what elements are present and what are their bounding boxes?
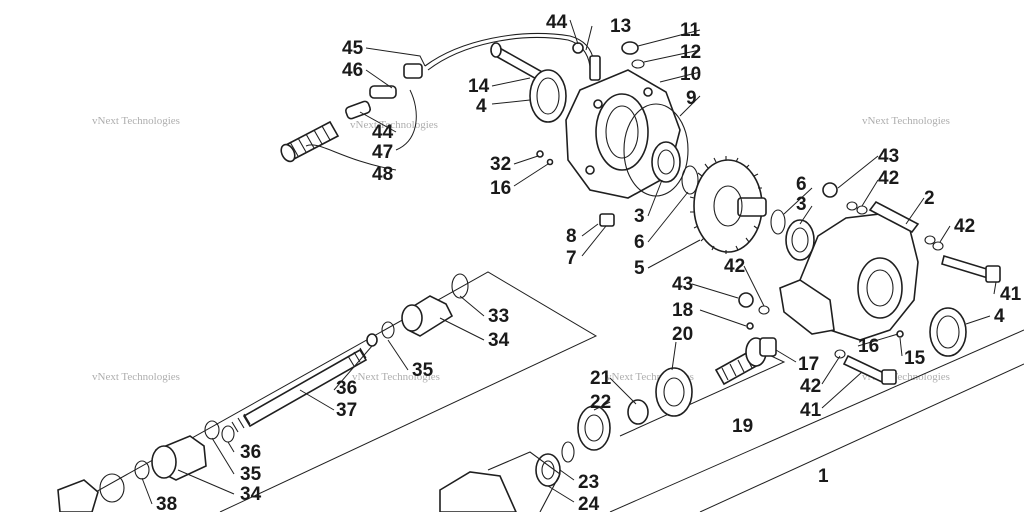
- callout-47: 47: [372, 142, 393, 163]
- callout-24: 24: [578, 494, 600, 512]
- callout-labels: 44 13 11 12 10 9 45 46 14 4 44 47 48 32 …: [156, 12, 1022, 512]
- callout-32: 32: [490, 154, 511, 175]
- callout-16a: 16: [490, 178, 511, 199]
- seal-4-lower: [929, 307, 967, 357]
- callout-15: 15: [904, 348, 926, 369]
- callout-13: 13: [610, 16, 631, 37]
- callout-21: 21: [590, 368, 612, 389]
- drive-shaft-group: [57, 273, 561, 512]
- callout-43b: 43: [672, 274, 693, 295]
- callout-33: 33: [488, 306, 509, 327]
- callout-9: 9: [686, 88, 697, 109]
- callout-42c: 42: [724, 256, 745, 277]
- callout-19: 19: [732, 416, 753, 437]
- leader-lines: [141, 19, 997, 505]
- callout-42d: 42: [800, 376, 821, 397]
- bearing-22: [577, 405, 611, 451]
- watermark: vNext Technologies: [92, 115, 180, 127]
- seal-4-upper: [529, 69, 567, 123]
- callout-4a: 4: [476, 96, 487, 117]
- o-ring-12: [631, 59, 645, 69]
- callout-11: 11: [680, 20, 701, 41]
- callout-44a: 44: [546, 12, 568, 33]
- gear-housing-2: [738, 182, 1001, 385]
- plug-11: [621, 41, 639, 55]
- callout-17: 17: [798, 354, 819, 375]
- watermark: vNext Technologies: [350, 119, 438, 131]
- callout-2: 2: [924, 188, 935, 209]
- callout-16b: 16: [858, 336, 879, 357]
- callout-48: 48: [372, 164, 393, 185]
- shim-6-upper: [681, 165, 699, 195]
- callout-41b: 41: [800, 400, 822, 421]
- callout-34a: 34: [488, 330, 510, 351]
- cover-plate-group: [529, 41, 699, 227]
- shaft-37: [242, 348, 368, 428]
- rubber-boot: [280, 120, 340, 163]
- shim-6-lower: [770, 209, 786, 235]
- callout-23: 23: [578, 472, 599, 493]
- callout-37: 37: [336, 400, 357, 421]
- bearing-3-lower: [785, 219, 815, 261]
- callout-45: 45: [342, 38, 364, 59]
- callout-44b: 44: [372, 122, 394, 143]
- callout-6b: 6: [796, 174, 807, 195]
- callout-22: 22: [590, 392, 611, 413]
- bearing-20: [655, 367, 693, 417]
- bearing-3-upper: [651, 141, 681, 183]
- nut-43-upper: [822, 182, 838, 198]
- callout-10: 10: [680, 64, 701, 85]
- callout-38: 38: [156, 494, 177, 512]
- callout-14: 14: [468, 76, 490, 97]
- callout-3a: 3: [634, 206, 645, 227]
- callout-42a: 42: [878, 168, 899, 189]
- callout-1: 1: [818, 466, 829, 487]
- callout-20: 20: [672, 324, 693, 345]
- callout-42b: 42: [954, 216, 975, 237]
- callout-35a: 35: [412, 360, 434, 381]
- callout-46: 46: [342, 60, 363, 81]
- callout-43a: 43: [878, 146, 899, 167]
- callout-18: 18: [672, 300, 693, 321]
- ring-gear-5: [689, 156, 815, 261]
- callout-36b: 36: [240, 442, 261, 463]
- callout-5: 5: [634, 258, 645, 279]
- pinion-group-19: [535, 337, 786, 487]
- shift-cable-assembly: [280, 33, 601, 163]
- callout-36a: 36: [336, 378, 357, 399]
- callout-4b: 4: [994, 306, 1005, 327]
- assembly-outline: [59, 271, 1024, 512]
- callout-7: 7: [566, 248, 577, 269]
- nut-43-lower: [738, 292, 754, 308]
- callout-3b: 3: [796, 194, 807, 215]
- watermark: vNext Technologies: [862, 115, 950, 127]
- callout-41a: 41: [1000, 284, 1022, 305]
- callout-34b: 34: [240, 484, 262, 505]
- callout-35b: 35: [240, 464, 262, 485]
- watermark: vNext Technologies: [92, 371, 180, 383]
- watermark: vNext Technologies: [352, 371, 440, 383]
- callout-6a: 6: [634, 232, 645, 253]
- callout-8: 8: [566, 226, 577, 247]
- callout-12: 12: [680, 42, 701, 63]
